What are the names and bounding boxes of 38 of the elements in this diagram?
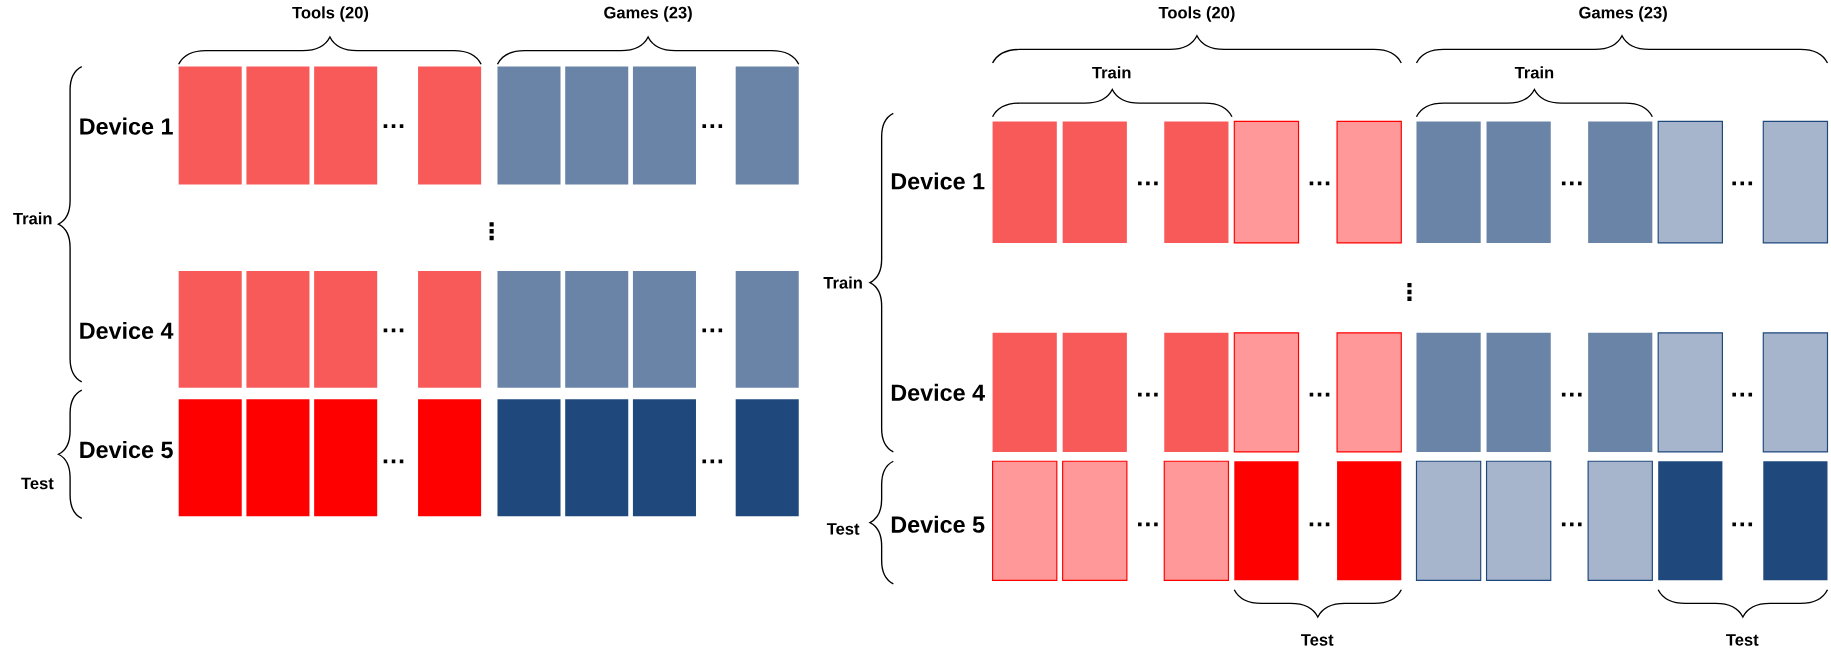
ellipsis: … (383, 328, 404, 333)
split-label: Train (13, 212, 52, 225)
row-label: Device 1 (80, 117, 173, 135)
ellipsis: … (1138, 392, 1158, 397)
ellipsis: … (1732, 181, 1753, 186)
row-label: Device 4 (891, 383, 985, 401)
ellipsis: … (1732, 522, 1753, 527)
split-label: Train (823, 276, 862, 289)
ellipsis: … (1309, 392, 1330, 397)
vertical-ellipsis: ⋮ (1407, 282, 1412, 302)
ellipsis: … (1138, 522, 1158, 527)
split-label: Test (21, 477, 54, 490)
row-label: Device 1 (891, 172, 985, 190)
ellipsis: … (702, 124, 723, 129)
group-label: Games (23) (1579, 6, 1667, 22)
row-label: Device 4 (80, 321, 174, 340)
ellipsis: … (383, 124, 404, 129)
ellipsis: … (1309, 181, 1330, 186)
split-label: Test (826, 523, 860, 535)
split-label: Train (1514, 66, 1554, 79)
split-label: Train (1092, 66, 1131, 79)
vertical-ellipsis: ⋮ (489, 222, 494, 241)
ellipsis: … (1309, 522, 1330, 527)
row-label: Device 5 (891, 515, 985, 533)
split-label: Test (1301, 634, 1334, 646)
ellipsis: … (702, 459, 723, 464)
row-label: Device 5 (80, 441, 173, 459)
ellipsis: … (1138, 181, 1158, 186)
group-label: Tools (20) (292, 6, 369, 22)
group-label: Tools (20) (1158, 6, 1235, 22)
ellipsis: … (383, 459, 404, 464)
ellipsis: … (702, 328, 723, 333)
ellipsis: … (1732, 392, 1753, 397)
ellipsis: … (1561, 522, 1582, 527)
ellipsis: … (1561, 181, 1582, 186)
ellipsis: … (1561, 392, 1582, 397)
split-label: Test (1726, 634, 1759, 646)
group-label: Games (23) (604, 6, 692, 22)
